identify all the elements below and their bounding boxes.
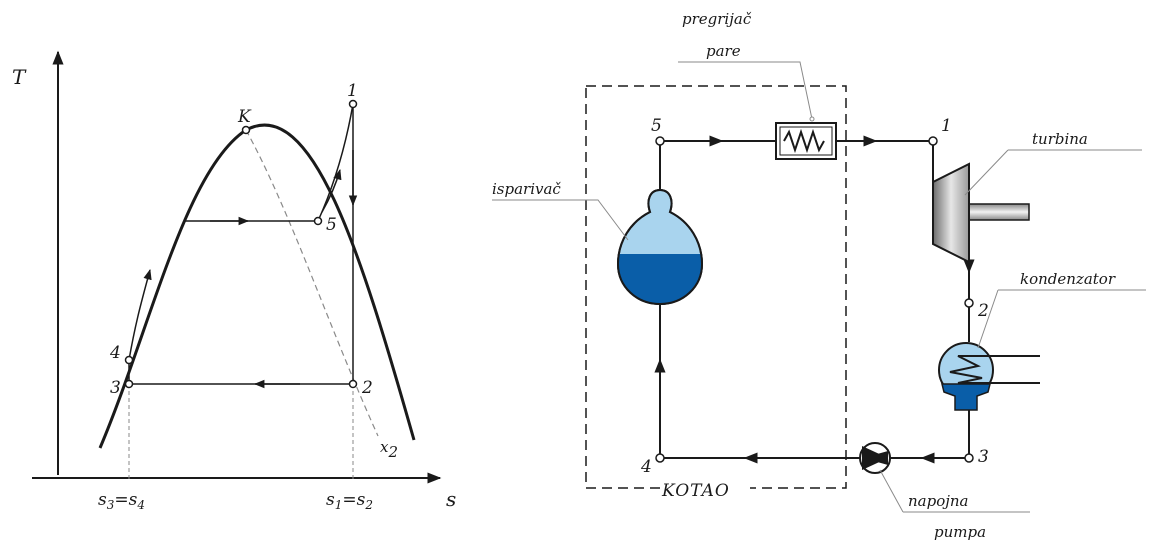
state-label-3: 3	[110, 378, 121, 398]
entropy-label-right: s1=s2	[326, 490, 373, 512]
leaders	[492, 61, 1146, 513]
state-point-3	[124, 379, 134, 389]
superheater-label-line1: pregrijač	[682, 10, 752, 28]
turbine-label: turbina	[1032, 130, 1088, 148]
state-label-1: 1	[347, 81, 358, 101]
quality-line-x2	[245, 129, 379, 437]
state-label-5: 5	[326, 215, 337, 235]
saturation-curve	[98, 123, 416, 449]
entropy-label-left: s3=s4	[98, 490, 145, 512]
evaporator-label: isparivač	[492, 180, 561, 198]
state-point-2	[348, 379, 358, 389]
state-point-4	[124, 355, 134, 365]
ts-diagram: T s K 1 2 3 4 5	[12, 50, 456, 512]
condenser-label: kondenzator	[1020, 270, 1116, 288]
pump-label-line2: pumpa	[934, 523, 986, 541]
pump-label-line1: napojna	[908, 492, 969, 510]
y-axis-label: T	[12, 65, 27, 89]
boiler-label: KOTAO	[661, 481, 730, 501]
superheater	[775, 122, 837, 160]
plant-schematic: KOTAO	[492, 10, 1146, 541]
node-2	[964, 298, 974, 308]
state-label-4: 4	[109, 343, 121, 363]
process-superheat-arrow	[321, 168, 342, 213]
node-1	[928, 136, 938, 146]
boiler-label-mask	[660, 478, 750, 498]
state-point-1	[348, 99, 358, 109]
turbine	[932, 162, 1030, 264]
node-label-4: 4	[640, 457, 652, 477]
node-5	[655, 136, 665, 146]
feed-pump	[859, 442, 891, 474]
turbine-shaft	[964, 203, 1030, 221]
node-label-5: 5	[651, 116, 662, 136]
state-point-5	[313, 216, 323, 226]
node-label-3: 3	[978, 447, 989, 467]
evaporator-drum	[616, 188, 704, 306]
critical-point-label: K	[237, 107, 252, 127]
condenser	[938, 342, 1040, 411]
node-3	[964, 453, 974, 463]
process-4-liquid	[128, 268, 152, 361]
node-label-2: 2	[977, 301, 989, 321]
node-label-1: 1	[941, 116, 952, 136]
critical-point-marker	[241, 125, 251, 135]
node-4	[655, 453, 665, 463]
superheater-label-line2: pare	[706, 42, 741, 60]
state-label-2: 2	[361, 378, 373, 398]
x-axis-label: s	[446, 487, 456, 511]
quality-label: x2	[380, 438, 398, 461]
